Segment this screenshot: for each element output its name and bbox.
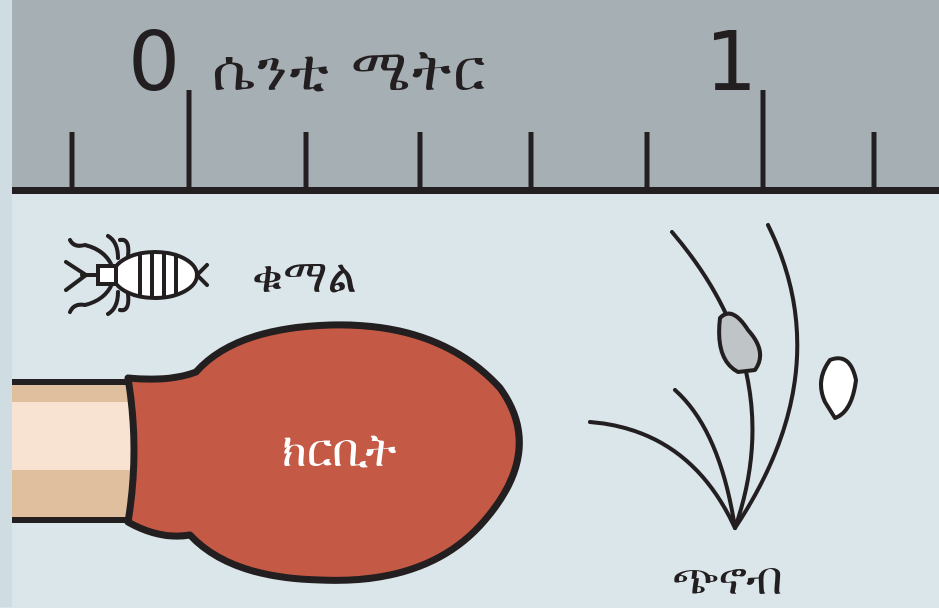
ruler-ticks <box>69 90 877 190</box>
ruler-baseline <box>12 187 939 194</box>
hair-with-nits-icon <box>588 223 858 530</box>
louse-label: ቁማል <box>252 249 357 303</box>
matchstick-shade <box>12 470 142 520</box>
ruler-one-label: 1 <box>705 15 758 110</box>
matchstick-icon <box>12 321 523 584</box>
matchstick-shade <box>12 382 142 402</box>
nit-gray <box>717 311 763 374</box>
nit-white <box>819 356 858 420</box>
left-border <box>0 0 12 607</box>
matchhead-label: ክርቢት <box>282 423 397 477</box>
ruler-zero-label: 0 <box>128 15 181 110</box>
ruler <box>12 0 939 192</box>
nit-label: ጭኖብ <box>672 551 783 605</box>
ruler-unit-label: ሴንቲ ሜትር <box>212 36 488 104</box>
matchhead <box>124 321 523 584</box>
louse-icon <box>64 234 209 316</box>
